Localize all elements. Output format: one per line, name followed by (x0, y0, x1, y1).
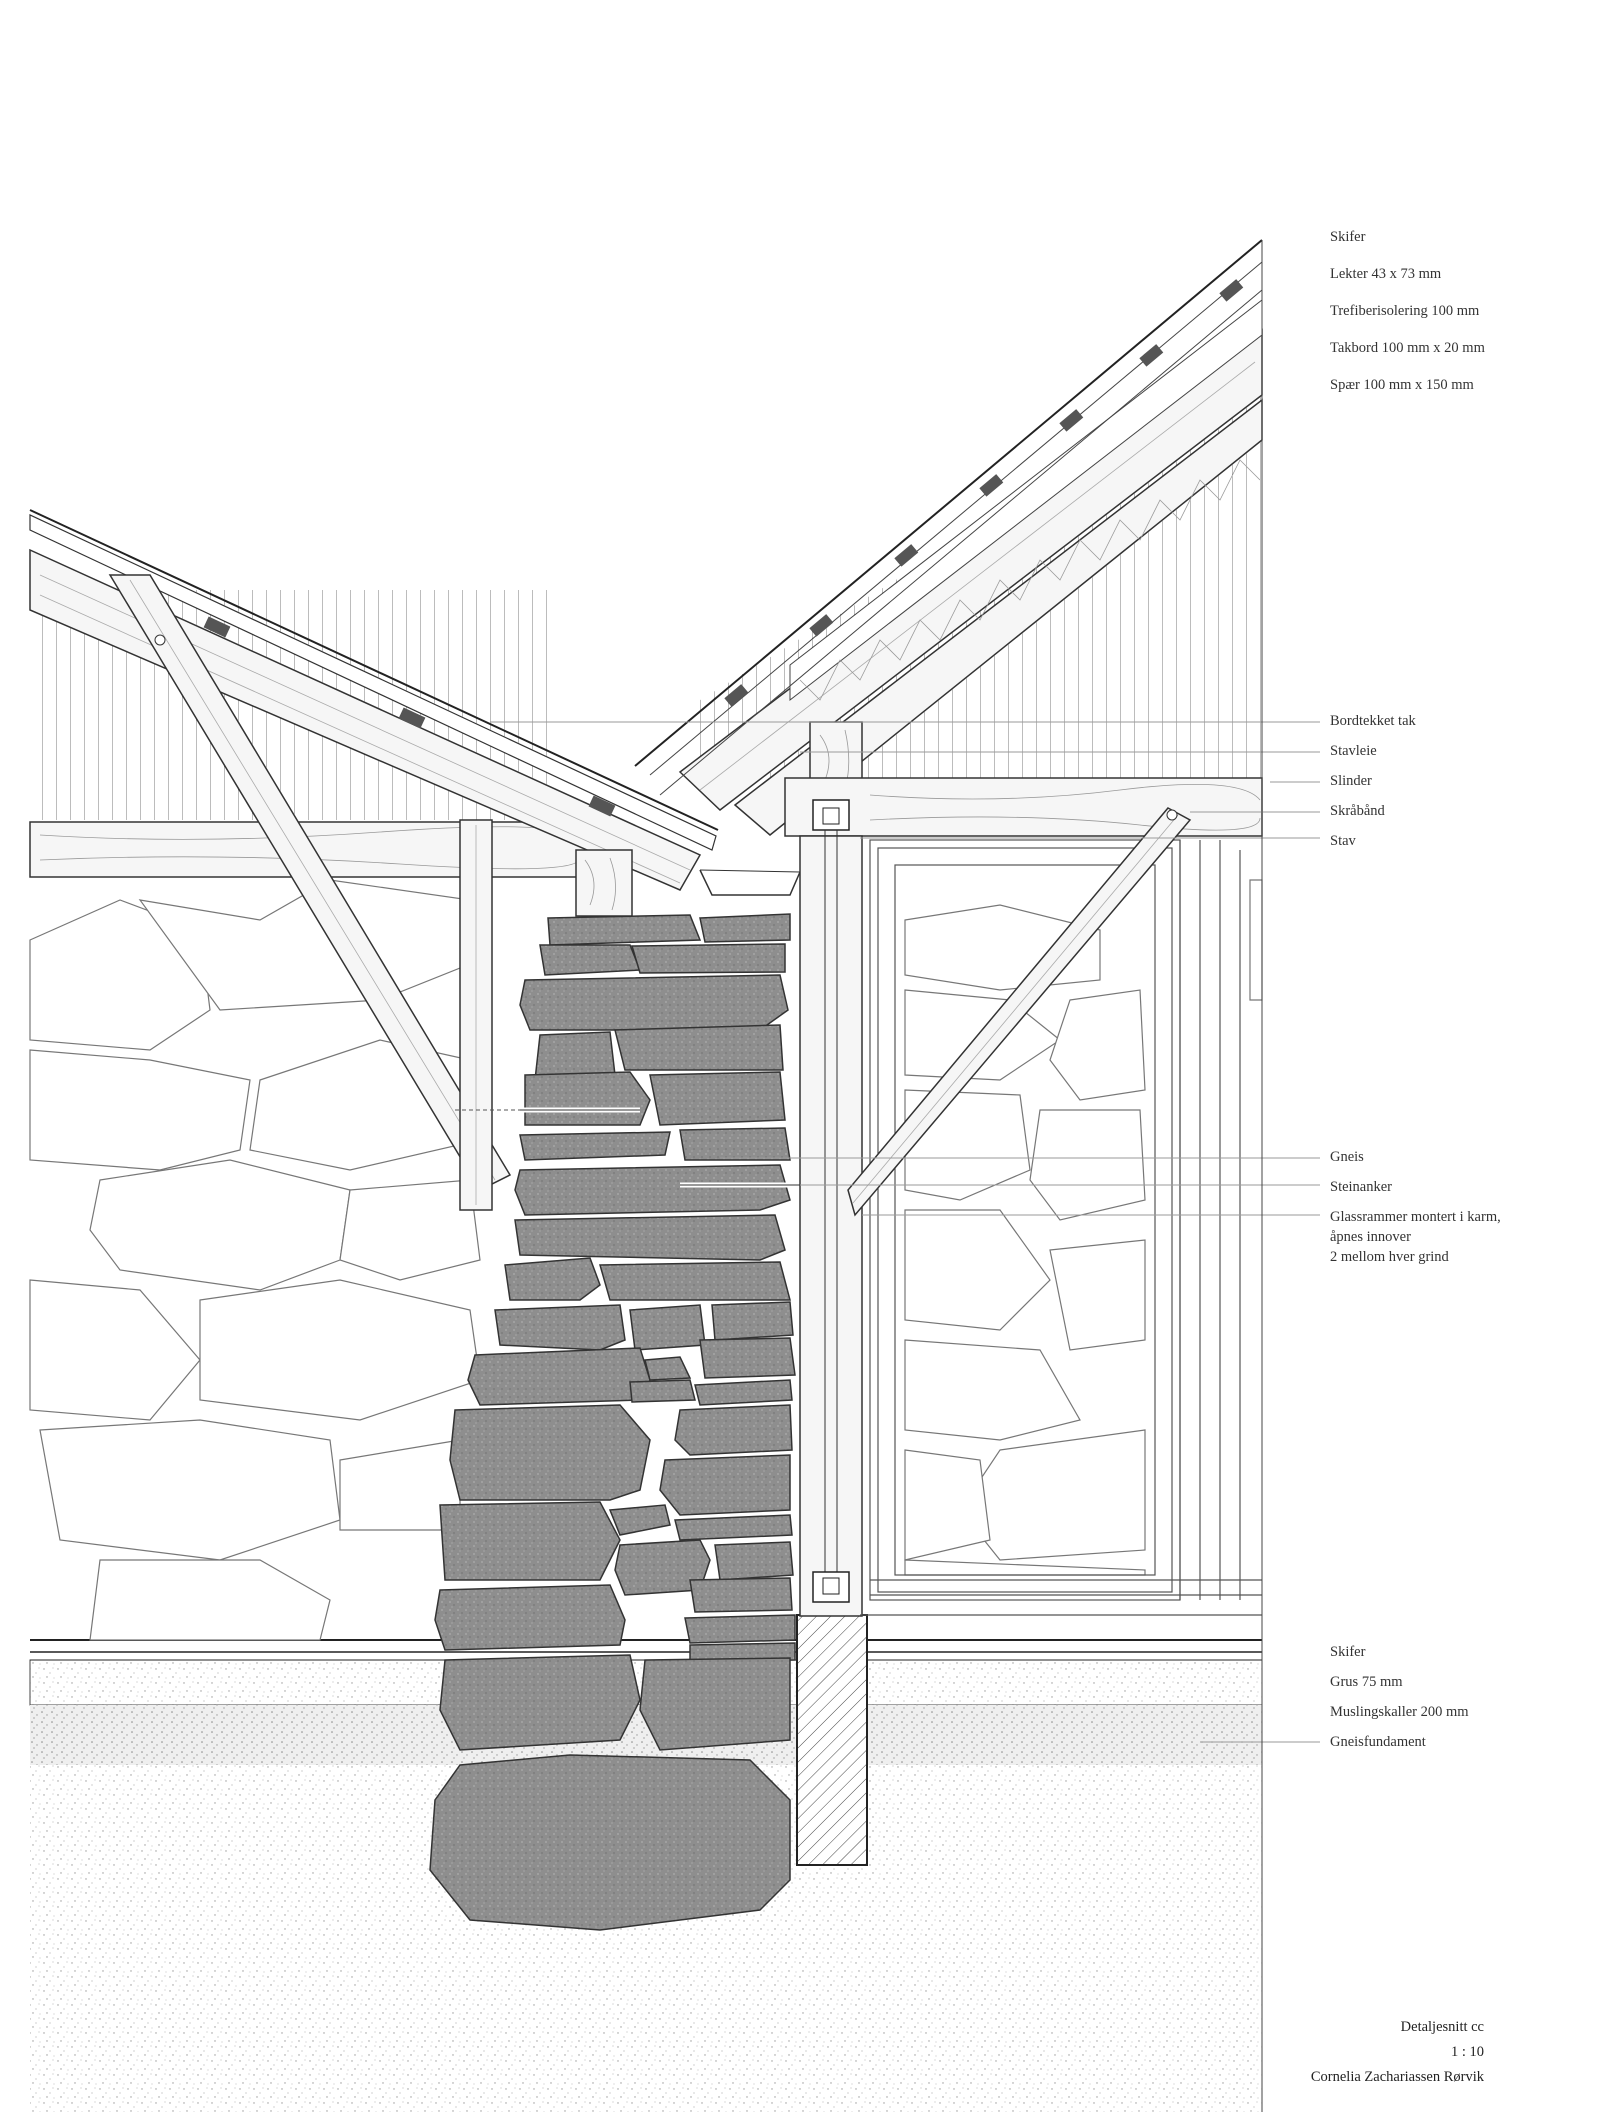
label-muslingskaller: Muslingskaller 200 mm (1330, 1704, 1469, 1720)
gutter (699, 869, 801, 896)
leader-lines (490, 721, 1320, 1743)
label-gneisfundament: Gneisfundament (1330, 1734, 1426, 1750)
label-gneis: Gneis (1330, 1149, 1364, 1165)
left-post (459, 819, 493, 1211)
label-bordtekket-tak: Bordtekket tak (1330, 713, 1416, 729)
label-takbord: Takbord 100 mm x 20 mm (1330, 340, 1485, 356)
label-skifer-floor: Skifer (1330, 1644, 1366, 1660)
label-skifer-roof: Skifer (1330, 229, 1366, 245)
label-grus: Grus 75 mm (1330, 1674, 1403, 1690)
label-glassrammer-line-3: 2 mellom hver grind (1330, 1249, 1449, 1265)
label-slinder: Slinder (1330, 773, 1372, 789)
drawing-title: Detaljesnitt cc (1400, 2019, 1484, 2035)
label-stavleie: Stavleie (1330, 743, 1377, 759)
label-glassrammer: Glassrammer montert i karm, åpnes innove… (1330, 1207, 1501, 1267)
stone-wall-section (429, 913, 796, 1931)
window-frame (860, 839, 1262, 1616)
stav-post (799, 799, 863, 1617)
steinanker (455, 1107, 860, 1188)
right-roof (634, 239, 1263, 836)
right-background-stones (904, 879, 1263, 1576)
title-block: Detaljesnitt cc 1 : 10 Cornelia Zacharia… (1311, 2015, 1484, 2090)
drawing-scale: 1 : 10 (1450, 2044, 1484, 2060)
drawing-author: Cornelia Zachariassen Rørvik (1310, 2069, 1484, 2085)
foundation-sill (796, 1614, 868, 1866)
label-glassrammer-line-1: Glassrammer montert i karm, (1330, 1209, 1501, 1225)
right-brace (847, 807, 1192, 1217)
label-stav: Stav (1330, 833, 1356, 849)
label-lekter: Lekter 43 x 73 mm (1330, 266, 1442, 282)
left-roof (29, 509, 719, 891)
label-spaer: Spær 100 mm x 150 mm (1330, 377, 1474, 393)
right-slinder (784, 777, 1263, 837)
label-trefiberisolering: Trefiberisolering 100 mm (1330, 303, 1480, 319)
left-background-stones (29, 879, 481, 1641)
label-skraband: Skråbånd (1330, 803, 1385, 819)
stavleie-block (575, 849, 633, 917)
label-glassrammer-line-2: åpnes innover (1330, 1229, 1411, 1245)
label-steinanker: Steinanker (1330, 1179, 1393, 1195)
